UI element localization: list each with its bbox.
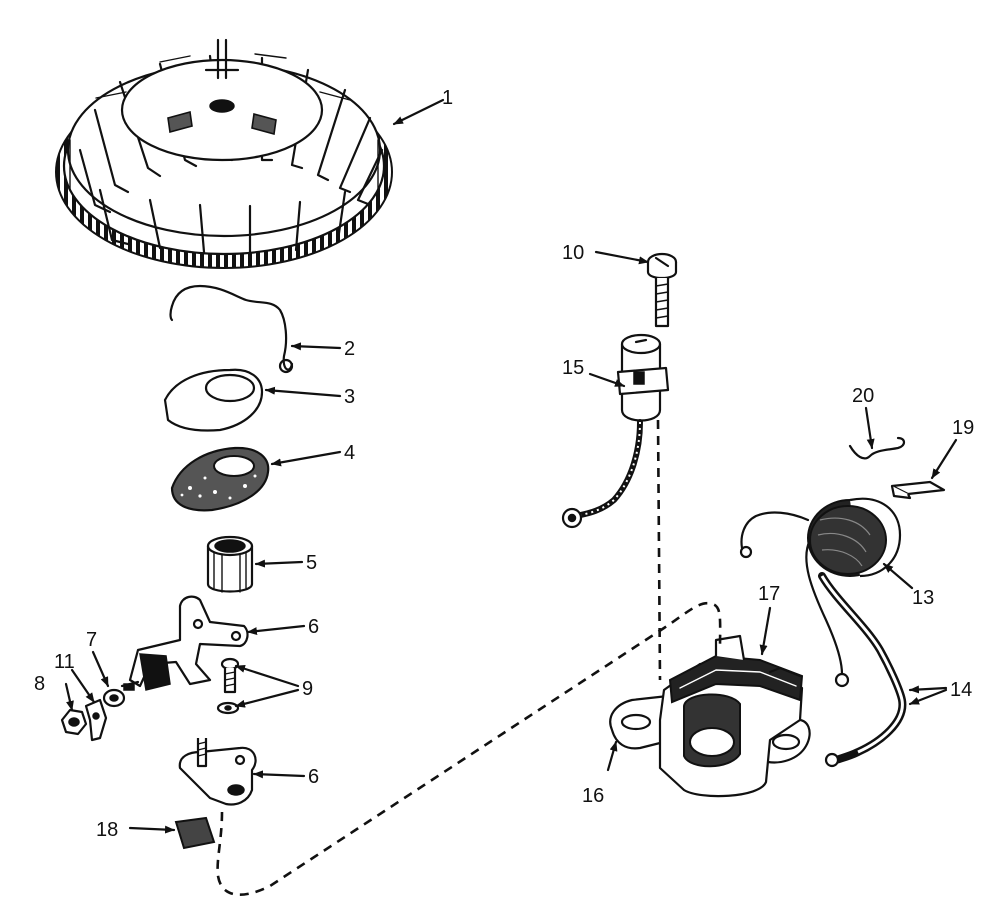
flywheel-part [55,38,393,269]
screw-part [646,252,678,328]
breaker-arm-part [120,595,249,691]
terminal-part [84,698,108,742]
condenser-part [561,333,670,529]
callout-15: 15 [562,357,584,379]
callout-9: 9 [302,678,313,700]
cover-plate-part [163,368,264,432]
callout-2: 2 [344,338,355,360]
callout-17: 17 [758,583,780,605]
high-tension-lead-part [818,572,907,768]
callout-14: 14 [950,679,972,701]
spring-clip-part [169,284,294,374]
gasket-part [170,446,270,512]
ignition-coil-part [739,497,902,688]
callout-11: 11 [54,651,75,673]
callout-labels: 1 2 3 4 5 6 6 7 8 9 10 11 13 14 15 16 17… [34,87,974,841]
small-clip-part [890,480,946,500]
callout-13: 13 [912,587,934,609]
screw-washer-part [216,657,240,715]
callout-5: 5 [306,552,317,574]
callout-8: 8 [34,673,45,695]
leader-arrows [64,98,958,834]
callout-19: 19 [952,417,974,439]
callout-7: 7 [86,629,97,651]
assembly-path-lines [216,419,722,896]
breaker-plate-part [178,738,257,806]
washer-part [102,688,126,708]
armature-core-part [609,634,811,798]
callout-1: 1 [442,87,453,109]
callout-18: 18 [96,819,118,841]
nut-part [60,708,88,736]
wire-clip-part [848,436,906,460]
felt-pad-part [174,816,216,850]
callout-3: 3 [344,386,355,408]
callout-6a: 6 [308,616,319,638]
callout-16: 16 [582,785,604,807]
callout-6b: 6 [308,766,319,788]
bushing-part [206,535,254,593]
callout-20: 20 [852,385,874,407]
callout-10: 10 [562,242,584,264]
callout-4: 4 [344,442,355,464]
